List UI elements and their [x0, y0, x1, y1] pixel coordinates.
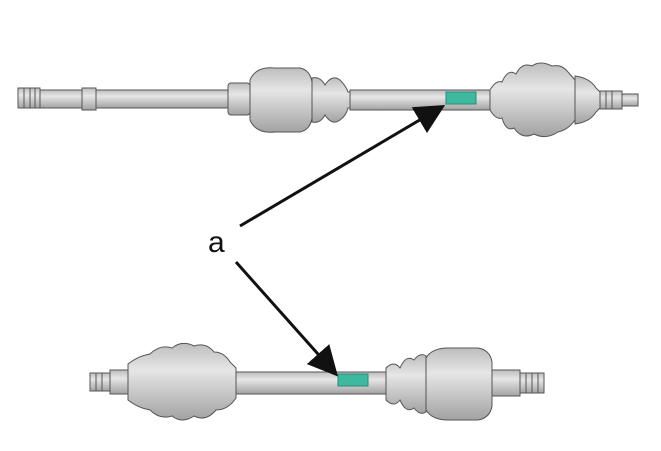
upper-intermediate-shaft [39, 89, 231, 109]
lower-left-spline [89, 372, 111, 392]
upper-right-spline [599, 90, 623, 110]
upper-inner-boot [311, 77, 351, 123]
upper-shaft-marking [445, 91, 477, 105]
upper-driveshaft [17, 62, 639, 138]
upper-outer-boot [489, 62, 576, 138]
lower-right-collar [491, 369, 521, 397]
callout-label: a [208, 226, 225, 259]
upper-outer-joint [574, 75, 601, 125]
lower-inner-boot [385, 354, 427, 414]
leader-line-lower [234, 261, 338, 377]
lower-shaft-marking [337, 373, 369, 387]
lower-driveshaft [89, 342, 545, 421]
upper-left-spline [17, 87, 41, 109]
lower-outer-boot [127, 342, 237, 421]
upper-bearing-collar [227, 82, 251, 116]
leader-line-upper [239, 104, 446, 228]
upper-inner-joint [249, 67, 313, 133]
lower-inner-joint [425, 347, 493, 421]
